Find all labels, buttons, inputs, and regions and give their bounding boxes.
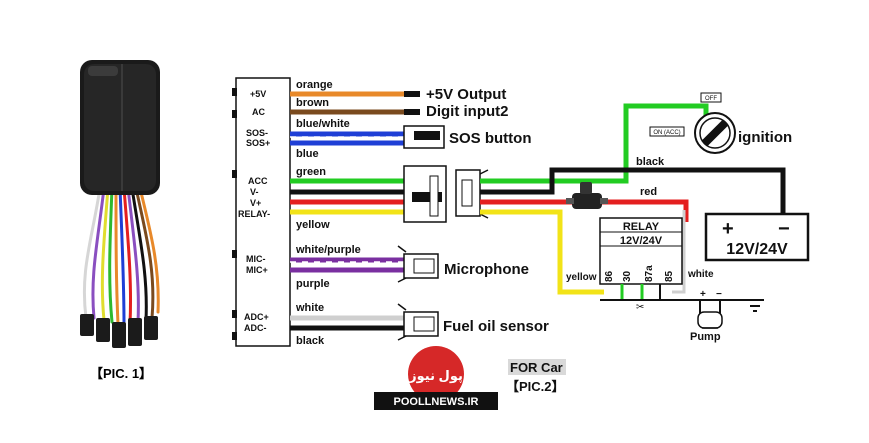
fuse-icon [566, 182, 608, 209]
device-5v-output: +5V Output [426, 86, 506, 103]
label-adc-minus: ADC- [244, 323, 267, 333]
relay-voltage: 12V/24V [620, 235, 663, 247]
device-battery-voltage: 12V/24V [726, 241, 788, 258]
right-label-white: white [687, 269, 714, 280]
label-relay-minus: RELAY- [238, 209, 270, 219]
watermark-logo: پول نیوز POOLLNEWS.IR [374, 346, 498, 410]
power-connector [403, 165, 489, 223]
relay-pin-30: 30 [622, 270, 633, 282]
gps-tracker-device-icon [80, 60, 160, 348]
wire-label-yellow: yellow [296, 219, 330, 231]
terminal-5v [404, 91, 420, 97]
relay-title: RELAY [623, 221, 660, 233]
wire-label-white-purple: white/purple [295, 244, 361, 256]
wire-label-black: black [296, 335, 325, 347]
label-ac: AC [252, 107, 265, 117]
ignition-on-label: ON (ACC) [653, 130, 680, 136]
pump-plus: + [700, 289, 706, 300]
pump-circuit [600, 284, 764, 318]
device-sos-button: SOS button [449, 130, 532, 147]
pic2-caption: 【PIC.2】 [506, 379, 565, 394]
label-adc-plus: ADC+ [244, 312, 269, 322]
ignition-key-icon [649, 92, 736, 154]
pic1-caption: 【PIC. 1】 [90, 366, 152, 381]
fuel-sensor-connector [397, 303, 439, 341]
relay-pin-86: 86 [604, 270, 615, 282]
label-mic-plus: MIC+ [246, 265, 268, 275]
sos-button-connector [403, 125, 445, 149]
label-sos-plus: SOS+ [246, 138, 270, 148]
label-acc: ACC [248, 176, 268, 186]
right-label-black: black [636, 156, 665, 168]
device-digit-input2: Digit input2 [426, 103, 509, 120]
label-mic-minus: MIC- [246, 254, 266, 264]
watermark-site: POOLLNEWS.IR [394, 396, 479, 408]
scissors-icon: ✂ [636, 302, 644, 313]
relay-pin-87a: 87a [644, 265, 655, 282]
relay-pin-85: 85 [664, 270, 675, 282]
pump-minus: − [716, 289, 722, 300]
wire-label-green: green [296, 166, 326, 178]
right-label-red: red [640, 186, 657, 198]
relay-icon [599, 217, 683, 285]
device-fuel-sensor: Fuel oil sensor [443, 318, 549, 335]
wire-label-white: white [295, 302, 324, 314]
right-label-yellow: yellow [566, 272, 597, 283]
harness-wires [290, 91, 404, 331]
vehicle-wires [480, 103, 786, 295]
battery-minus: − [778, 218, 790, 240]
battery-icon [704, 212, 810, 262]
label-v-minus: V- [250, 187, 259, 197]
label-v-plus: V+ [250, 198, 261, 208]
wire-label-orange: orange [296, 79, 333, 91]
terminal-digit [404, 109, 420, 115]
device-pump: Pump [690, 331, 721, 343]
for-car-highlight [508, 359, 566, 375]
device-microphone: Microphone [444, 261, 529, 278]
battery-plus: + [722, 218, 734, 240]
wire-label-blue: blue [296, 148, 319, 160]
label-sos-minus: SOS- [246, 128, 268, 138]
for-car-caption: FOR Car [510, 360, 563, 375]
ignition-off-label: OFF [705, 96, 717, 102]
wire-label-brown: brown [296, 97, 329, 109]
wire-label-purple: purple [296, 278, 330, 290]
microphone-connector [397, 245, 439, 283]
device-ignition: ignition [738, 129, 792, 146]
pump-icon [697, 311, 723, 329]
label-plus5v: +5V [250, 89, 266, 99]
watermark-brand: پول نیوز [408, 368, 463, 383]
wire-label-blue-white: blue/white [296, 118, 350, 130]
